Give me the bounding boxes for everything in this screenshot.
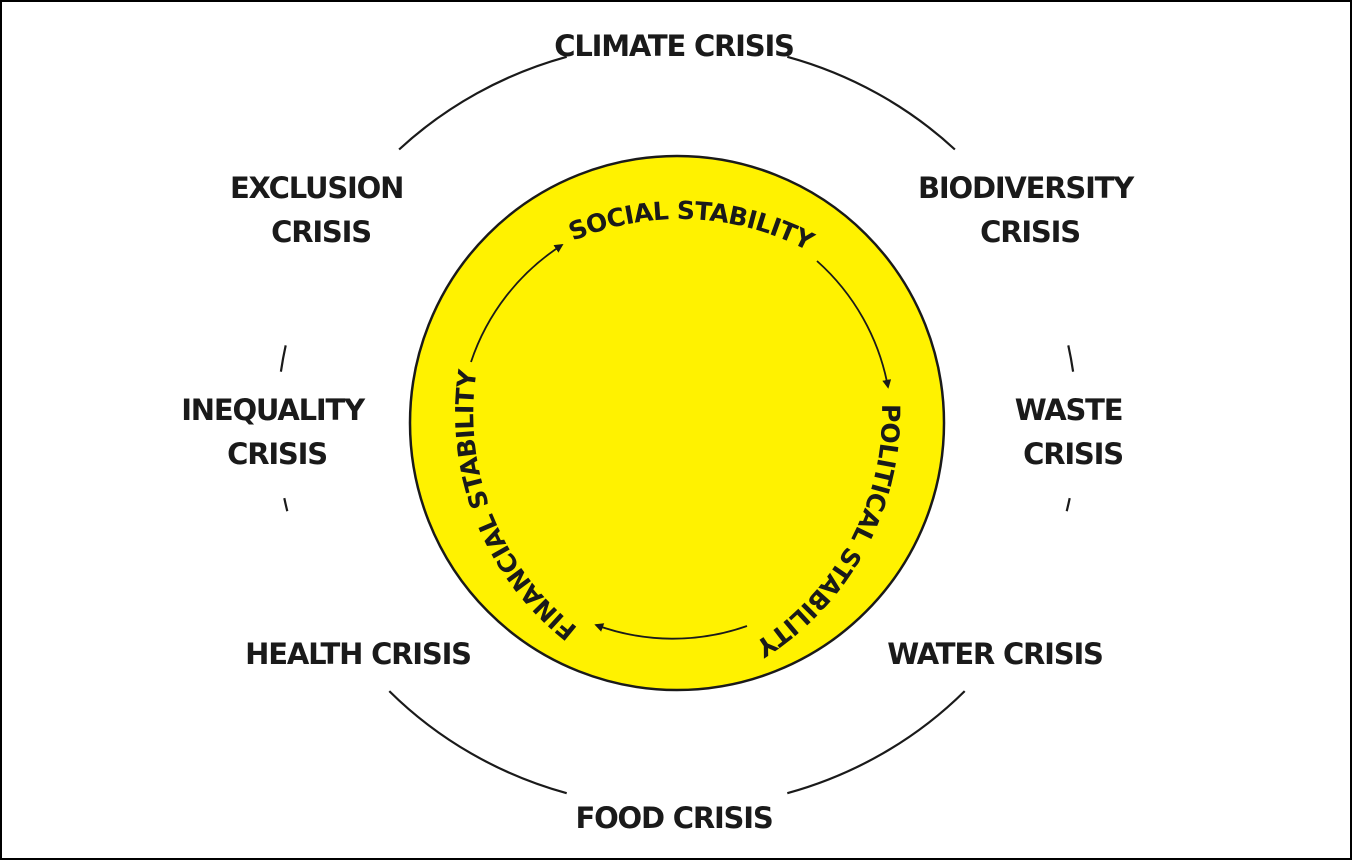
stability-circle (408, 154, 946, 692)
climate-crisis-label: CLIMATE CRISIS (554, 29, 793, 63)
outer-ring-segment (279, 345, 287, 372)
outer-ring-segment (787, 55, 956, 151)
health-crisis-label: HEALTH CRISIS (245, 637, 471, 671)
arrow-financial-to-social (470, 244, 564, 363)
arrow-political-to-financial (594, 623, 748, 640)
outer-ring-segment (1067, 345, 1075, 372)
outer-ring-segment (787, 690, 966, 795)
food-crisis-label: FOOD CRISIS (575, 801, 772, 835)
crisis-labels: CLIMATE CRISIS BIODIVERSITY CRISIS WASTE… (181, 29, 1142, 835)
waste-crisis-label: WASTE CRISIS (1015, 393, 1132, 471)
exclusion-crisis-label: EXCLUSION CRISIS (230, 171, 412, 249)
outer-crisis-ring (279, 55, 1075, 795)
inequality-crisis-label: INEQUALITY CRISIS (181, 393, 373, 471)
biodiversity-crisis-label: BIODIVERSITY CRISIS (918, 171, 1142, 249)
outer-ring-segment (1065, 497, 1071, 512)
stability-cycle-arrows (470, 244, 892, 640)
arrow-social-to-political (816, 260, 892, 389)
outer-ring-segment (283, 497, 289, 512)
outer-ring-segment (398, 55, 567, 151)
water-crisis-label: WATER CRISIS (887, 637, 1102, 671)
outer-ring-segment (388, 690, 567, 795)
